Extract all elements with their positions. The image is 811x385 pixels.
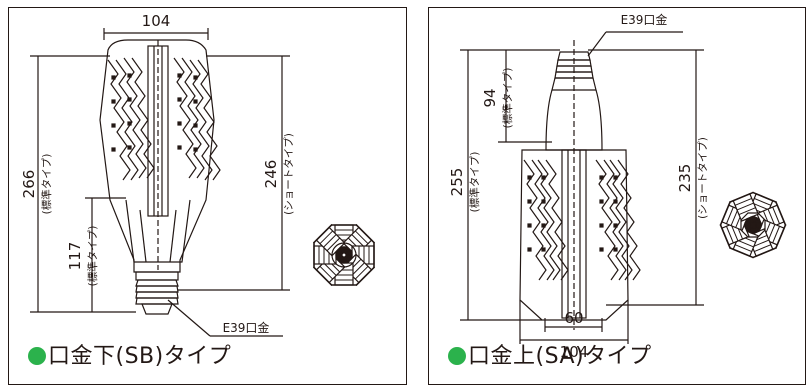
green-bullet-icon: [448, 347, 466, 365]
sa-type-title: 口金上(SA)タイプ: [468, 344, 652, 369]
sb-width-dim: 104: [142, 12, 171, 30]
sa-top-view: [719, 191, 787, 259]
sa-width-dim: 104: [560, 343, 589, 361]
sb-base-dim: 117: [66, 242, 84, 271]
sa-type-caption: 口金上(SA)タイプ: [448, 338, 652, 370]
sa-inner-width-dim: 60: [564, 309, 583, 327]
sa-short-note: (ショートタイプ): [697, 137, 709, 219]
sb-short-note: (ショートタイプ): [283, 133, 295, 215]
sb-base-note: (標準タイプ): [86, 226, 99, 287]
sa-neck-note: (標準タイプ): [501, 68, 514, 129]
sb-top-view: [312, 223, 376, 287]
sb-type-title: 口金下(SB)タイプ: [48, 344, 232, 369]
sb-lamp-drawing: [30, 28, 290, 337]
sa-total-note: (標準タイプ): [468, 152, 481, 213]
sb-total-note: (標準タイプ): [40, 154, 53, 215]
sa-total-dim: 255: [448, 168, 466, 197]
sb-base-label: E39口金: [223, 320, 270, 335]
sb-type-caption: 口金下(SB)タイプ: [28, 338, 231, 370]
sa-short-dim: 235: [676, 164, 694, 193]
green-bullet-icon: [28, 347, 46, 365]
sa-base-label: E39口金: [621, 12, 668, 27]
sa-lamp-drawing: [460, 31, 704, 344]
sa-neck-dim: 94: [481, 88, 499, 107]
sb-total-dim: 266: [20, 170, 38, 199]
sb-short-dim: 246: [262, 160, 280, 189]
